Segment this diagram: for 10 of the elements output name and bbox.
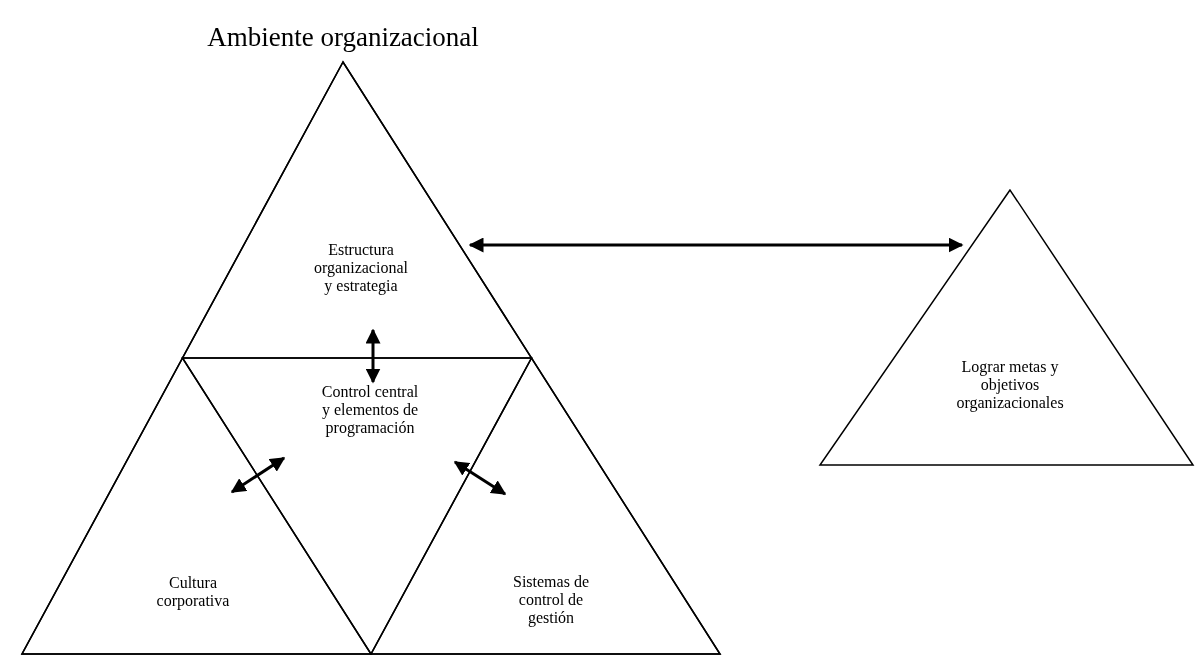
double-arrow	[365, 328, 381, 384]
section-text: Control central y elementos de programación	[320, 383, 420, 437]
double-arrow	[453, 460, 507, 496]
section-text: Sistemas de control de gestión	[512, 573, 590, 627]
section-text: Lograr metas y objetivos organizacionales	[955, 358, 1065, 412]
double-arrow	[230, 456, 286, 494]
heading-text: Ambiente organizacional	[206, 22, 480, 52]
section-text: Cultura corporativa	[155, 574, 231, 610]
double-arrow	[468, 237, 964, 253]
section-text: Estructura organizacional y estrategia	[313, 241, 409, 295]
